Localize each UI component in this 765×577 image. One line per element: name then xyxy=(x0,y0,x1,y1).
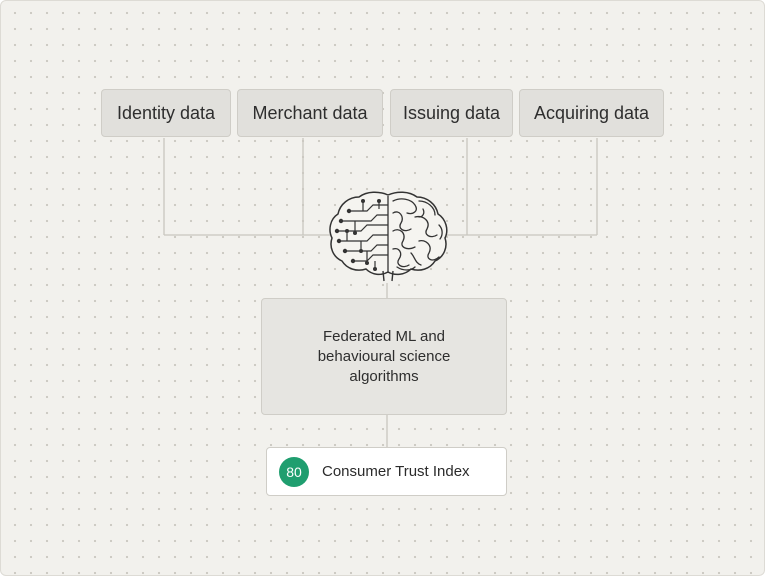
consumer-trust-index-card: 80 Consumer Trust Index xyxy=(266,447,507,496)
source-identity-data: Identity data xyxy=(101,89,231,137)
source-acquiring-data: Acquiring data xyxy=(519,89,664,137)
source-label: Merchant data xyxy=(252,102,368,123)
source-label: Issuing data xyxy=(402,102,501,123)
brain-icon xyxy=(327,187,449,283)
score-badge: 80 xyxy=(279,456,309,487)
consumer-trust-index-label: Consumer Trust Index xyxy=(322,463,470,480)
algorithms-label: Federated ML and behavioural science alg… xyxy=(317,327,451,385)
source-label: Identity data xyxy=(116,102,216,123)
source-merchant-data: Merchant data xyxy=(237,89,383,137)
algorithms-box: Federated ML and behavioural science alg… xyxy=(261,298,507,415)
source-issuing-data: Issuing data xyxy=(390,89,513,137)
source-label: Acquiring data xyxy=(533,102,650,123)
